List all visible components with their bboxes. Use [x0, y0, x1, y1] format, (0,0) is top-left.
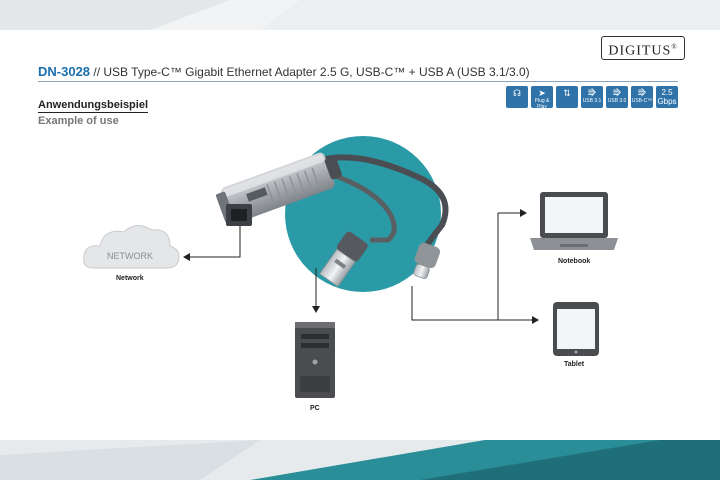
- notebook-label: Notebook: [558, 258, 591, 265]
- reversible-icon: ⇅: [556, 86, 578, 108]
- network-cloud-icon: NETWORK: [83, 225, 180, 269]
- headset-icon: ☊: [506, 86, 528, 108]
- section-title-de: Anwendungsbeispiel: [38, 99, 149, 113]
- title-separator: //: [90, 65, 104, 79]
- usb-icon: ⭆USB 3.0: [606, 86, 628, 108]
- tablet-label: Tablet: [564, 361, 585, 368]
- connector-devices-line: [411, 286, 498, 321]
- product-title-bar: DN-3028 // USB Type-C™ Gigabit Ethernet …: [38, 64, 678, 82]
- digitus-logo: DIGITUS®: [601, 36, 685, 60]
- usb-icon: ⭆USB 3.1: [581, 86, 603, 108]
- product-code: DN-3028: [38, 64, 91, 79]
- usb-c-plug: [413, 242, 441, 279]
- section-title-en: Example of use: [38, 115, 119, 127]
- notebook-icon: [530, 192, 618, 250]
- cable-a: [319, 154, 449, 261]
- tablet-icon: [553, 302, 599, 356]
- connector-network-line: [183, 224, 241, 261]
- network-label: Network: [116, 275, 144, 282]
- plug-and-play-icon: ➤Plug & Play: [531, 86, 553, 109]
- usb-a-plug: [319, 231, 368, 288]
- cable-b: [321, 169, 397, 243]
- pc-label: PC: [310, 405, 320, 412]
- usb-c-icon: ⭆USB-C™: [631, 86, 653, 108]
- cloud-text: NETWORK: [107, 251, 153, 261]
- product-description: USB Type-C™ Gigabit Ethernet Adapter 2.5…: [103, 65, 530, 79]
- feature-icons: ☊ ➤Plug & Play ⇅ ⭆USB 3.1 ⭆USB 3.0 ⭆USB-…: [506, 86, 678, 109]
- pc-tower-icon: [295, 322, 335, 398]
